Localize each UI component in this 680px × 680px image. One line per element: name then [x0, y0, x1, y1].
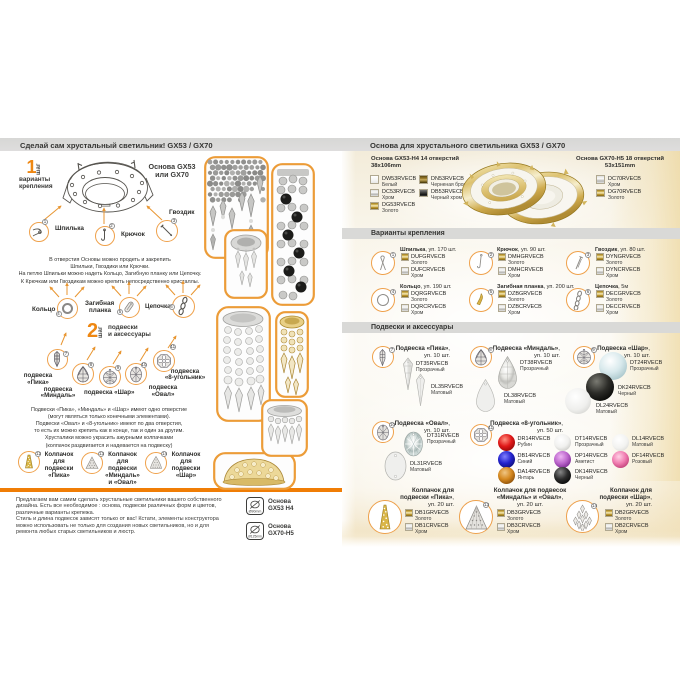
svg-text:Ø90mm: Ø90mm: [249, 509, 262, 513]
svg-text:Ø125mm: Ø125mm: [248, 534, 262, 538]
